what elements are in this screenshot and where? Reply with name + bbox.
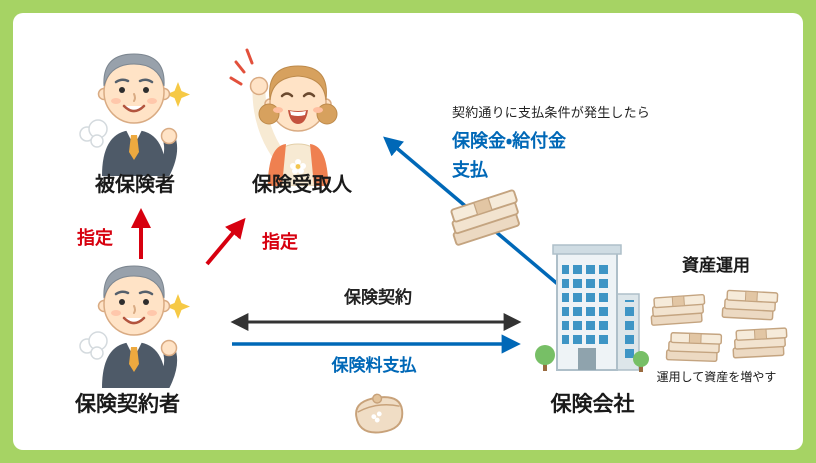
- puff-icon: [79, 119, 108, 148]
- policyholder-illustration: [79, 265, 190, 388]
- money-bundle-icon: [650, 293, 706, 326]
- puff-icon: [79, 331, 108, 360]
- tree-icon: [633, 351, 649, 372]
- beneficiary-label: 保険受取人: [252, 174, 352, 196]
- benefit-payment-label-2: 支払: [452, 160, 488, 180]
- contract-label: 保険契約: [344, 288, 412, 307]
- sparkle-icon: [166, 294, 190, 319]
- flower-icon: [290, 159, 306, 174]
- money-bundle-icon: [450, 189, 520, 246]
- raised-fist-icon: [249, 76, 269, 96]
- insured-label: 被保険者: [95, 174, 175, 196]
- money-pouch-icon: [355, 393, 404, 434]
- sparkle-icon: [166, 82, 190, 107]
- tree-icon: [535, 345, 555, 371]
- insured-person-illustration: [79, 53, 190, 176]
- premium-payment-label: 保険料支払: [331, 356, 417, 375]
- designate-insured-label: 指定: [77, 228, 113, 248]
- benefit-payment-label: 保険金・給付金: [452, 131, 567, 151]
- money-bundle-icon: [732, 327, 788, 359]
- insurance-company-building-illustration: [535, 244, 649, 372]
- company-label: 保険会社: [550, 393, 635, 416]
- designate-beneficiary-label: 指定: [262, 232, 298, 252]
- benefit-payment-condition: 契約通りに支払条件が発生したら: [452, 105, 651, 120]
- policyholder-label: 保険契約者: [75, 393, 180, 416]
- benefit-payment-label-block: 契約通りに支払条件が発生したら 保険金・給付金 支払: [452, 102, 650, 182]
- money-bundle-icon: [665, 332, 723, 363]
- beneficiary-illustration: [229, 48, 338, 186]
- money-bundle-icon: [721, 289, 779, 321]
- asset-management-note: 運用して資産を増やす: [656, 370, 777, 384]
- asset-management-title: 資産運用: [682, 256, 750, 275]
- excitement-lines-icon: [229, 48, 254, 86]
- flower-icon: [371, 411, 382, 423]
